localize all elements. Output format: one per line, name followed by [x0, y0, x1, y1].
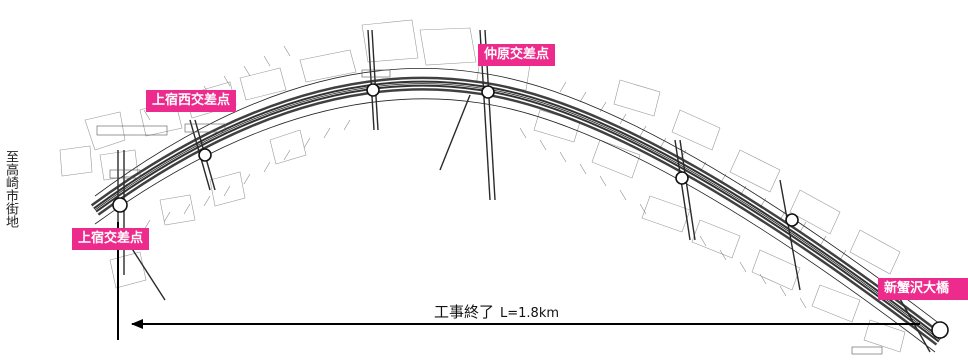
- construction-length: L=1.8km: [500, 306, 560, 321]
- direction-label: 至高崎市街地: [3, 150, 18, 228]
- parcel-outlines: [59, 19, 906, 353]
- intersection-tag-kamijuku: 上宿交差点: [72, 228, 150, 250]
- intersection-nodes: [112, 83, 949, 339]
- drawing-annotation-boxes: [96, 69, 883, 355]
- construction-length-label: 工事終了 L=1.8km: [434, 301, 559, 322]
- bridge-tag-shin-kanisawa: 新蟹沢大橋: [878, 278, 968, 300]
- construction-title: 工事終了: [434, 303, 495, 321]
- intersection-tag-kamijuku-nishi: 上宿西交差点: [146, 90, 237, 112]
- intersection-tag-nakahara: 仲原交差点: [478, 44, 556, 66]
